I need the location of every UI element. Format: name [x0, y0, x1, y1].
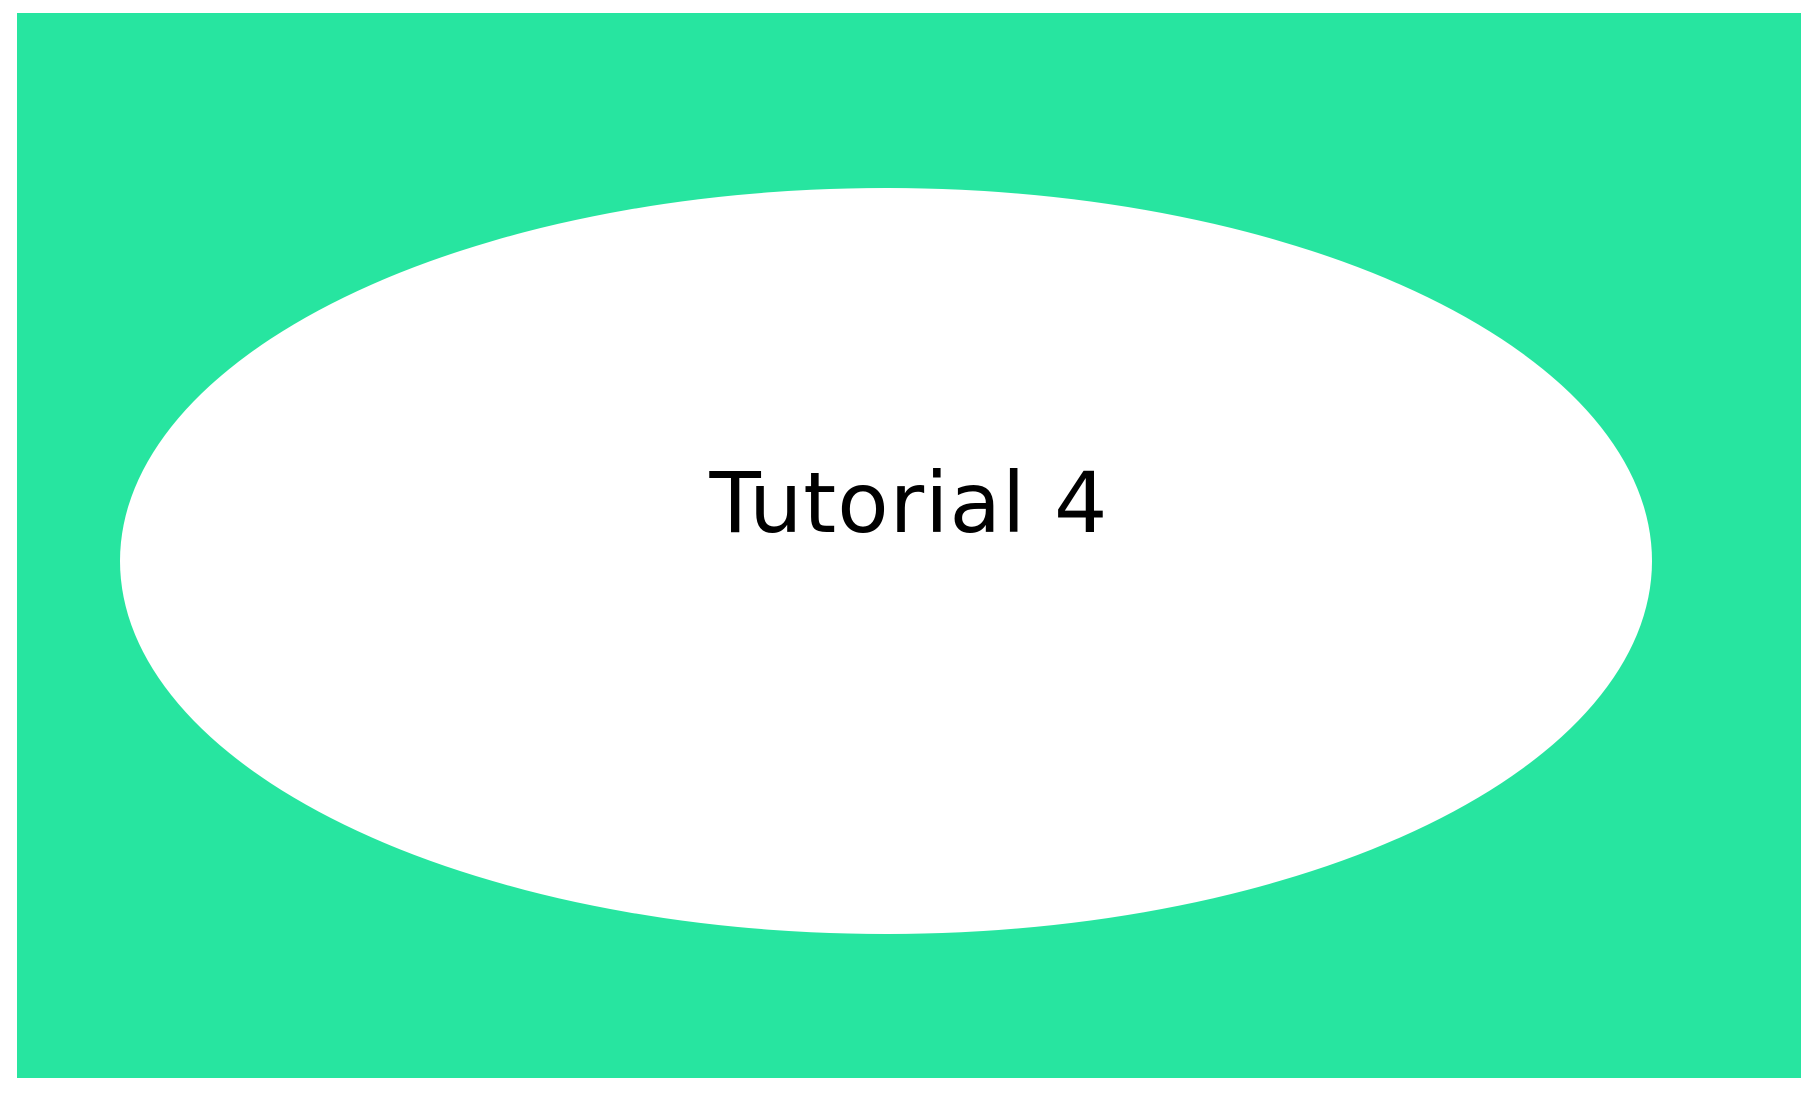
slide-title: Tutorial 4	[709, 454, 1109, 552]
slide-background	[17, 13, 1801, 1078]
white-ellipse-shape	[120, 188, 1652, 934]
slide: Tutorial 4	[17, 13, 1801, 1078]
